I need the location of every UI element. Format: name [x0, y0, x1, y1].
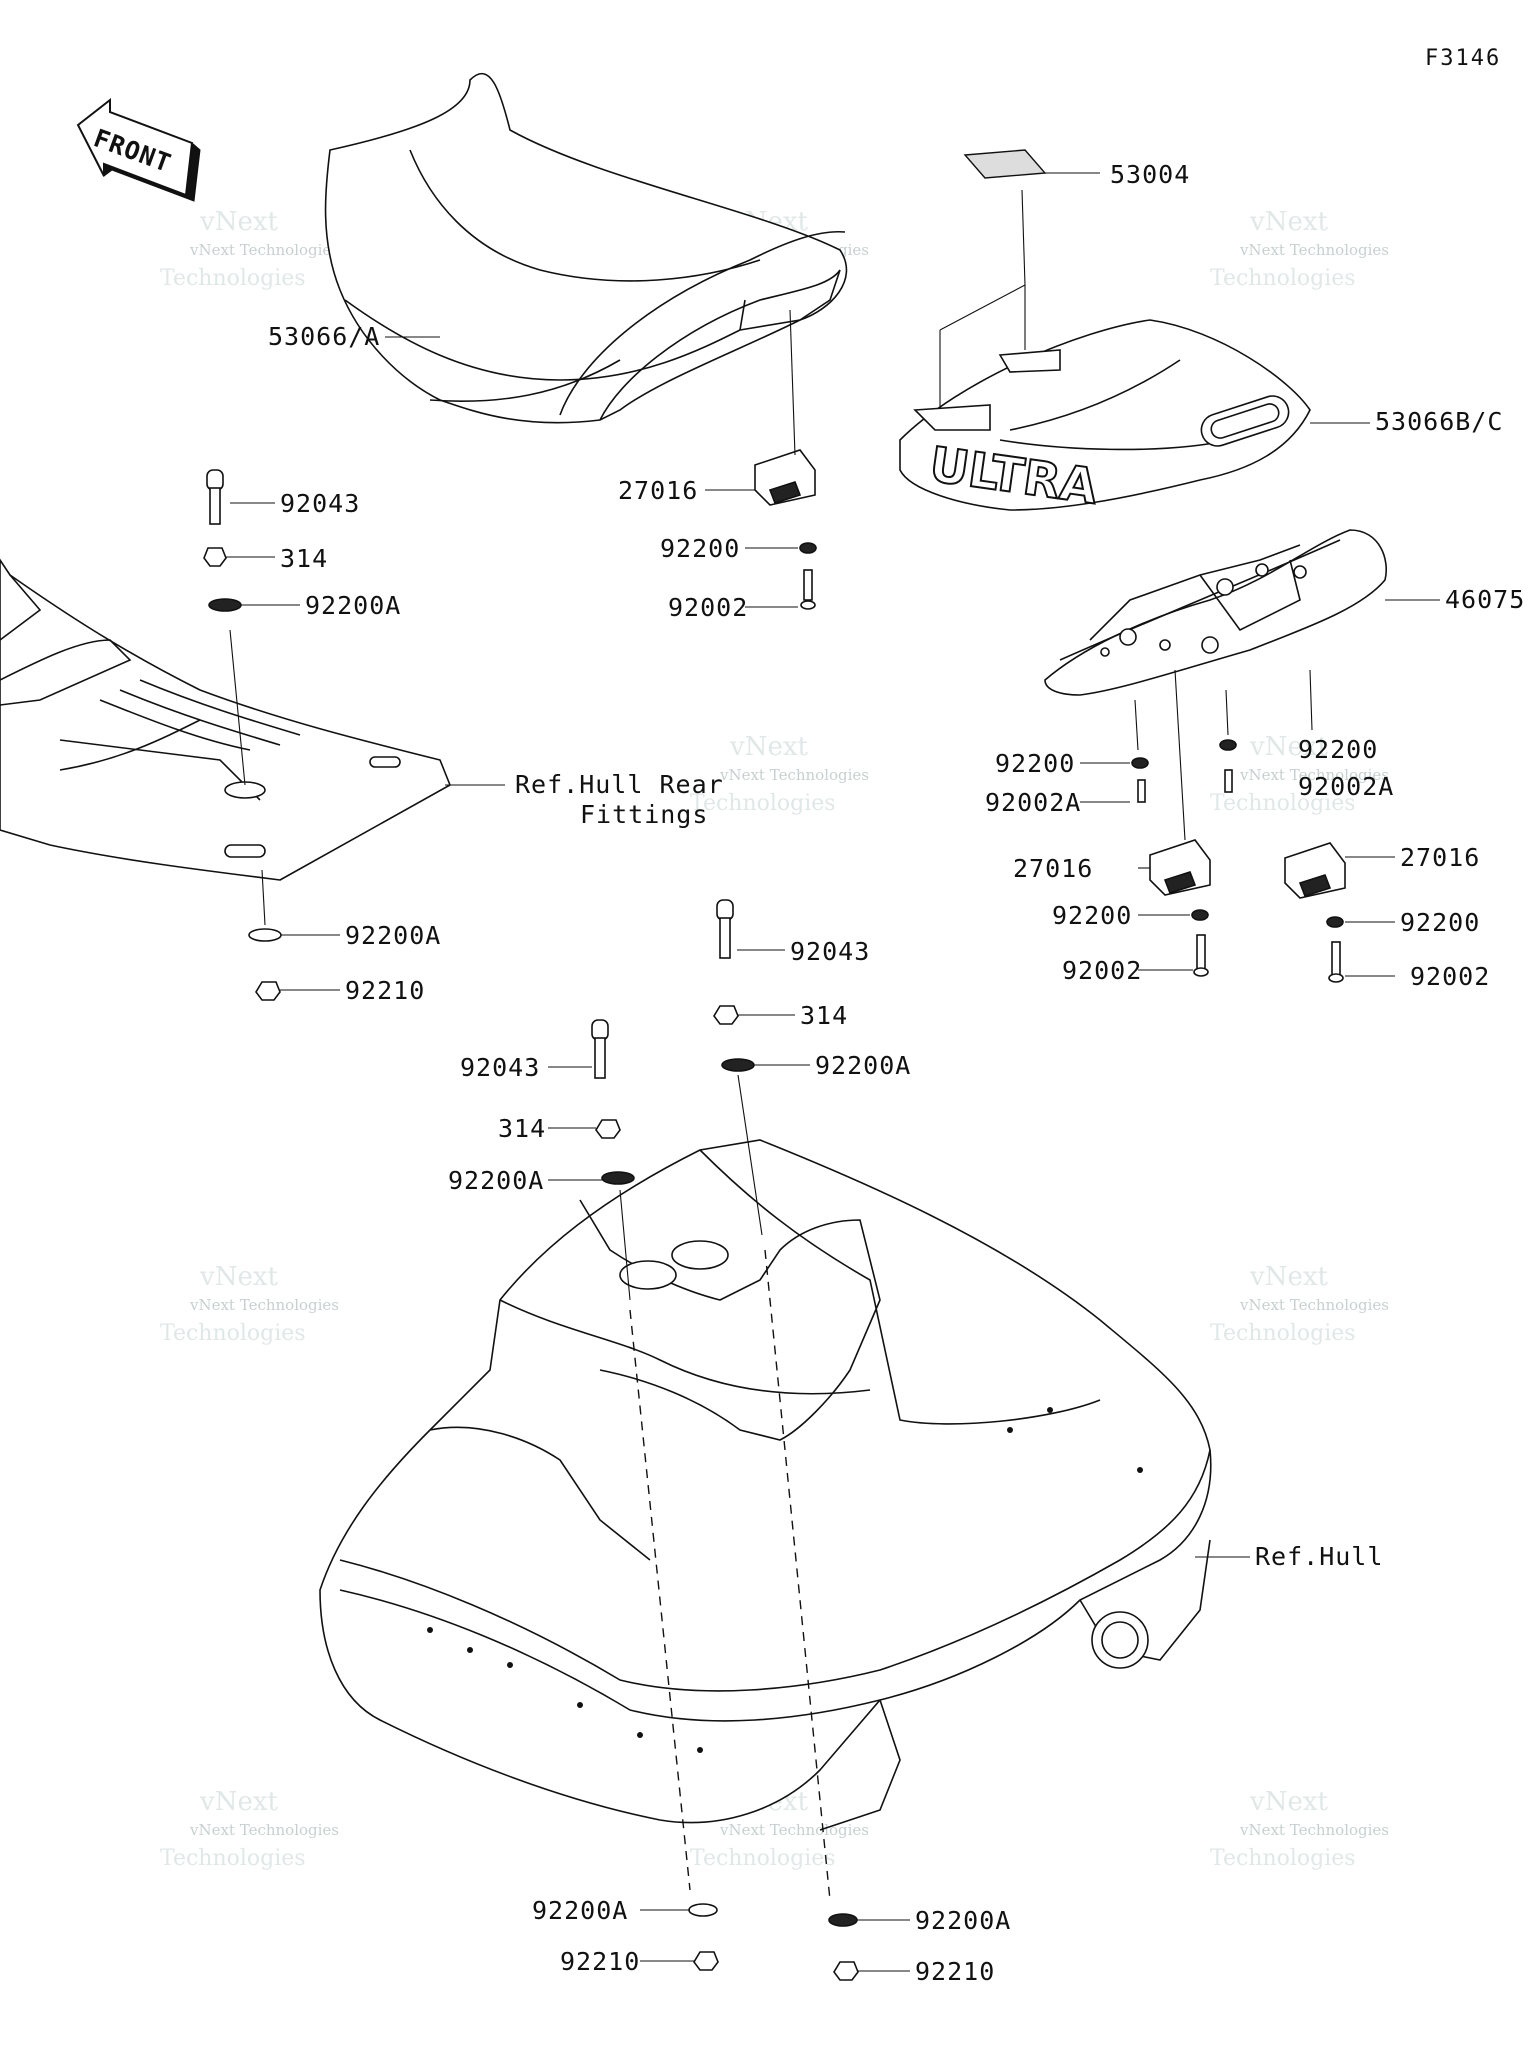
label-53066bc: 53066B/C [1375, 407, 1503, 436]
label-92200-top: 92200 [660, 534, 740, 563]
label-92200a-bottom-left: 92200A [532, 1896, 628, 1925]
watermark-text: Technologies [160, 1846, 306, 1871]
label-92200a-under-fittings: 92200A [345, 921, 441, 950]
label-92002a-right: 92002A [1298, 772, 1394, 801]
label-314-topleft: 314 [280, 544, 328, 573]
seat-base [1044, 529, 1387, 696]
watermark-text: vNext Technologies [1239, 1296, 1389, 1314]
label-27016-top: 27016 [618, 476, 698, 505]
label-314-left: 314 [498, 1114, 546, 1143]
watermark-text: Technologies [690, 1846, 836, 1871]
label-53066a: 53066/A [268, 322, 380, 351]
label-92043-topleft: 92043 [280, 489, 360, 518]
bumper-27016-mid [1149, 839, 1211, 896]
label-92200-seatbase: 92200 [1298, 735, 1378, 764]
watermark-text: vNext Technologies [189, 1821, 339, 1839]
rear-seat: ULTRA [899, 189, 1311, 516]
label-27016-right: 27016 [1400, 843, 1480, 872]
watermark-text: vNext Technologies [1239, 766, 1389, 784]
watermark-text: vNext Technologies [1239, 1821, 1389, 1839]
rear-hull-fittings [0, 558, 505, 881]
watermark-text: Technologies [160, 1321, 306, 1346]
watermark-text: vNext Technologies [189, 1296, 339, 1314]
label-92200-mid: 92200 [995, 749, 1075, 778]
hull [319, 1139, 1250, 1831]
label-92200a-topleft: 92200A [305, 591, 401, 620]
watermark-text: vNext Technologies [1239, 241, 1389, 259]
label-92043-left: 92043 [460, 1053, 540, 1082]
label-ref-hull: Ref.Hull [1255, 1542, 1383, 1571]
watermark-text: vNext [1249, 207, 1328, 237]
watermark-text: vNext Technologies [719, 1821, 869, 1839]
label-92200-right: 92200 [1400, 908, 1480, 937]
label-92200-bumper: 92200 [1052, 901, 1132, 930]
label-314-center: 314 [800, 1001, 848, 1030]
watermark-text: vNext [729, 732, 808, 762]
label-92210-under-fittings: 92210 [345, 976, 425, 1005]
label-92210-bottom-left: 92210 [560, 1947, 640, 1976]
label-92002-top: 92002 [668, 593, 748, 622]
bumper-27016-top [754, 449, 816, 506]
label-92200a-left: 92200A [448, 1166, 544, 1195]
label-92002-bumper: 92002 [1062, 956, 1142, 985]
watermark-text: vNext [1249, 1787, 1328, 1817]
label-92043-center: 92043 [790, 937, 870, 966]
label-92002a-left: 92002A [985, 788, 1081, 817]
part-labels: 53004 53066/A 53066B/C 46075 27016 27016… [268, 160, 1525, 1986]
watermark-text: Technologies [690, 791, 836, 816]
watermark-text: Technologies [1210, 266, 1356, 291]
fasteners [203, 309, 1440, 1981]
watermark-text: vNext [1249, 1262, 1328, 1292]
watermark-text: vNext [199, 1262, 278, 1292]
watermark-text: vNext [199, 1787, 278, 1817]
label-92002-right: 92002 [1410, 962, 1490, 991]
diagram-code: F3146 [1425, 46, 1501, 71]
label-92200a-bottom-right: 92200A [915, 1906, 1011, 1935]
front-seat [324, 73, 848, 424]
watermark-text: Technologies [160, 266, 306, 291]
watermark-text: vNext Technologies [189, 241, 339, 259]
watermark-text: Technologies [1210, 1321, 1356, 1346]
label-53004: 53004 [1110, 160, 1190, 189]
bumper-27016-right [1284, 842, 1346, 899]
label-92200a-center: 92200A [815, 1051, 911, 1080]
watermark-text: Technologies [1210, 791, 1356, 816]
label-ref-hull-rear: Ref.Hull Rear [515, 770, 724, 799]
label-ref-hull-rear-fittings: Fittings [580, 800, 708, 829]
watermark-text: vNext Technologies [719, 766, 869, 784]
watermark-text: Technologies [1210, 1846, 1356, 1871]
watermark-text: vNext [1249, 732, 1328, 762]
label-46075: 46075 [1445, 585, 1525, 614]
label-27016-mid: 27016 [1013, 854, 1093, 883]
front-arrow-icon: FRONT [76, 97, 201, 202]
watermark-text: vNext [199, 207, 278, 237]
sticker [963, 149, 1100, 179]
label-92210-bottom-right: 92210 [915, 1957, 995, 1986]
